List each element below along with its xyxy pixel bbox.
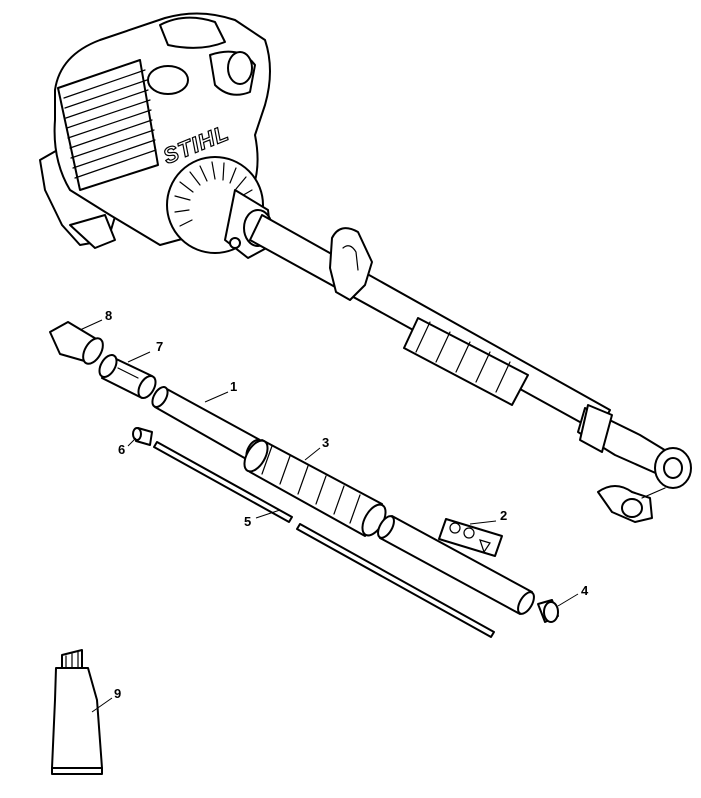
callout-3: 3 [322,435,329,450]
callout-8: 8 [105,308,112,323]
part-7-bushing [98,354,157,399]
callout-5: 5 [244,514,251,529]
part-6-spacer [132,427,153,446]
part-5-drive-shaft [153,441,495,638]
callout-1: 1 [230,379,237,394]
part-9-grease-tube [51,649,103,775]
callout-2: 2 [500,508,507,523]
callout-6: 6 [118,442,125,457]
part-8-end-cap [49,321,104,365]
callout-labels: 1 2 3 4 5 6 7 8 9 [105,308,589,701]
callout-7: 7 [156,339,163,354]
part-4-lower-tube [377,515,559,623]
callout-4: 4 [581,583,589,598]
engine-assembly: STIHL [39,12,692,523]
callout-9: 9 [114,686,121,701]
part-3-grip-hose [243,439,387,537]
callout-leaders [79,319,579,713]
part-2-warning-decal [438,518,503,557]
